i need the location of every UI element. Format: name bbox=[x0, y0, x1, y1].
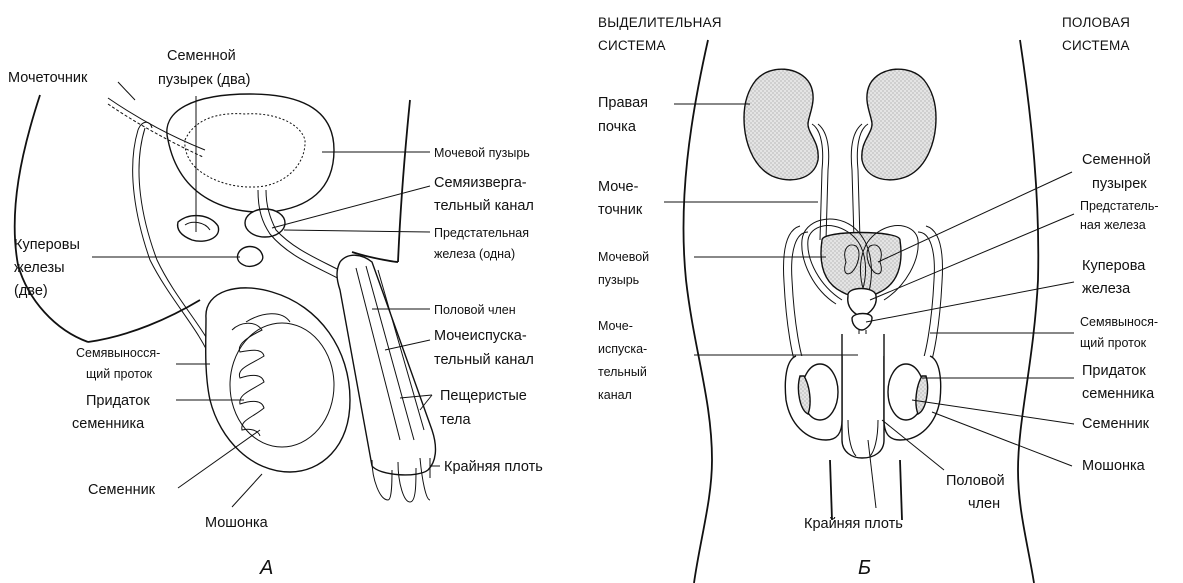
label-kidney-line-1: Правая bbox=[598, 95, 648, 111]
label-penis-b-line-1: Половой bbox=[946, 473, 1005, 489]
label-epididymis-line-1: Придаток bbox=[86, 393, 150, 409]
label-epididymis-b-line-1: Придаток bbox=[1082, 363, 1146, 379]
label-cowper-line-3: (две) bbox=[14, 283, 48, 299]
label-reproductive-system-line-1: ПОЛОВАЯ bbox=[1062, 15, 1130, 30]
label-bladder-b-line-2: пузырь bbox=[598, 273, 639, 287]
label-seminal-vesicle-b-line-2: пузырек bbox=[1092, 176, 1147, 192]
label-urethra-line-2: тельный канал bbox=[434, 352, 534, 368]
label-foreskin: Крайняя плоть bbox=[444, 459, 543, 475]
label-cavernous-line-1: Пещеристые bbox=[440, 388, 527, 404]
label-urethra-b-line-3: тельный bbox=[598, 365, 647, 379]
label-prostate-b-line-1: Предстатель- bbox=[1080, 199, 1159, 213]
label-cowper-line-2: железы bbox=[14, 260, 65, 276]
label-kidney-line-2: почка bbox=[598, 119, 637, 135]
label-seminal-vesicle-b-line-1: Семенной bbox=[1082, 152, 1151, 168]
label-urethra-line-1: Мочеиспуска- bbox=[434, 328, 527, 344]
label-scrotum: Мошонка bbox=[205, 515, 269, 531]
bladder-shape bbox=[167, 94, 334, 212]
label-prostate-b-line-2: ная железа bbox=[1080, 218, 1146, 232]
penis-shape bbox=[337, 255, 435, 475]
kidney-right-shape bbox=[744, 69, 818, 180]
label-penis-b-line-2: член bbox=[968, 496, 1000, 512]
kidney-left-shape bbox=[862, 69, 936, 180]
label-reproductive-system-line-2: СИСТЕМА bbox=[1062, 38, 1130, 53]
label-foreskin-b: Крайняя плоть bbox=[804, 516, 903, 532]
label-cowper-b-line-1: Куперова bbox=[1082, 258, 1146, 274]
label-epididymis-b-line-2: семенника bbox=[1082, 386, 1155, 402]
panel-b: ВЫДЕЛИТЕЛЬНАЯ СИСТЕМА ПОЛОВАЯ СИСТЕМА Пр… bbox=[598, 15, 1159, 583]
label-urethra-b-line-4: канал bbox=[598, 388, 632, 402]
label-ejaculatory-duct-line-2: тельный канал bbox=[434, 198, 534, 214]
label-ureter: Мочеточник bbox=[8, 70, 88, 86]
label-scrotum-b: Мошонка bbox=[1082, 458, 1146, 474]
scrotum-shape bbox=[206, 288, 350, 472]
label-seminal-vesicle-line-2: пузырек (два) bbox=[158, 72, 250, 88]
label-prostate-line-1: Предстательная bbox=[434, 226, 529, 240]
label-urethra-b-line-2: испуска- bbox=[598, 342, 647, 356]
panel-a: Мочеточник Семенной пузырек (два) Мочево… bbox=[8, 48, 543, 579]
label-seminal-vesicle-line-1: Семенной bbox=[167, 48, 236, 64]
label-cowper-line-1: Куперовы bbox=[14, 237, 80, 253]
label-testis-b: Семенник bbox=[1082, 416, 1150, 432]
penis-b-shape bbox=[842, 334, 884, 458]
panel-a-letter: А bbox=[259, 557, 273, 579]
label-cavernous-line-2: тела bbox=[440, 412, 472, 428]
label-vas-deferens-b-line-2: щий проток bbox=[1080, 336, 1147, 350]
label-cowper-b-line-2: железа bbox=[1082, 281, 1131, 297]
label-vas-deferens-line-2: щий проток bbox=[86, 367, 153, 381]
label-ureter-b-line-2: точник bbox=[598, 202, 643, 218]
label-vas-deferens-b-line-1: Семявынося- bbox=[1080, 315, 1158, 329]
label-penis: Половой член bbox=[434, 303, 516, 317]
panel-b-letter: Б bbox=[858, 557, 871, 579]
panel-a-drawing bbox=[15, 94, 436, 502]
label-ureter-b-line-1: Моче- bbox=[598, 179, 639, 195]
label-epididymis-line-2: семенника bbox=[72, 416, 145, 432]
label-urethra-b-line-1: Моче- bbox=[598, 319, 633, 333]
label-bladder: Мочевой пузырь bbox=[434, 146, 530, 160]
label-bladder-b-line-1: Мочевой bbox=[598, 250, 649, 264]
label-ejaculatory-duct-line-1: Семяизверга- bbox=[434, 175, 527, 191]
label-testis: Семенник bbox=[88, 482, 156, 498]
label-excretory-system-line-1: ВЫДЕЛИТЕЛЬНАЯ bbox=[598, 15, 722, 30]
label-prostate-line-2: железа (одна) bbox=[434, 247, 515, 261]
label-vas-deferens-line-1: Семявыносся- bbox=[76, 346, 160, 360]
label-excretory-system-line-2: СИСТЕМА bbox=[598, 38, 666, 53]
